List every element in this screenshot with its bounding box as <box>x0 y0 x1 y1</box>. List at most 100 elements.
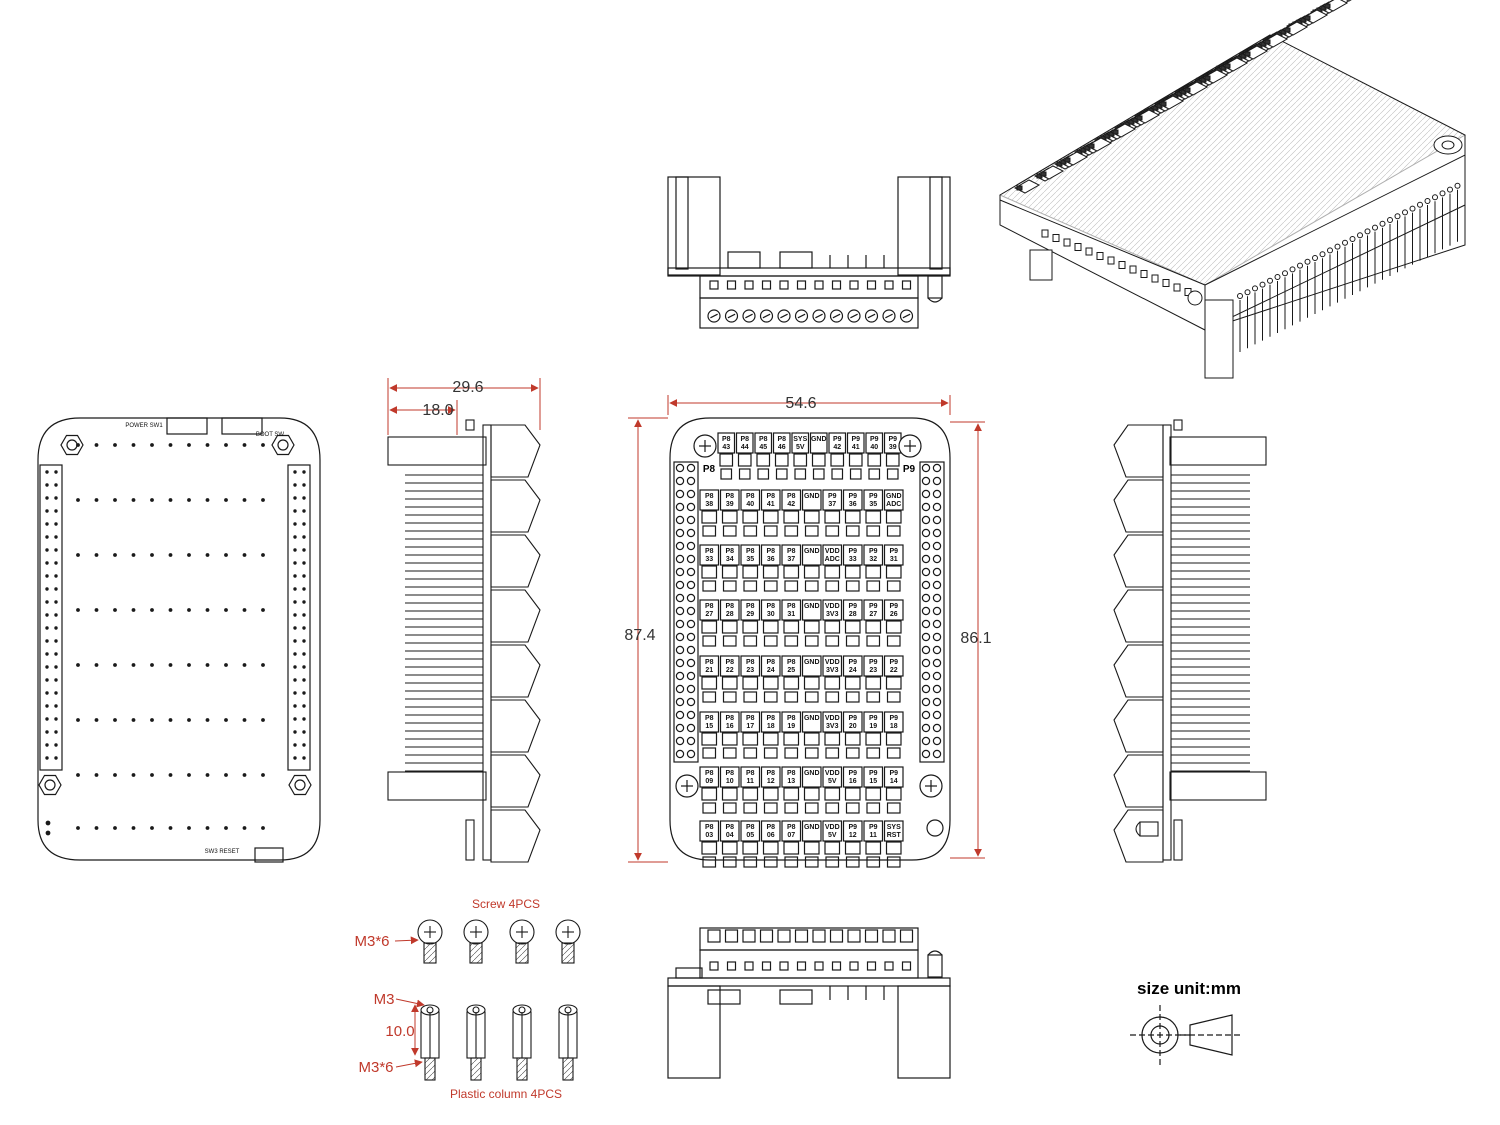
iso-pin-top <box>1312 255 1318 261</box>
standoff-hole <box>66 439 78 451</box>
terminal-solder-hole <box>242 718 247 722</box>
terminal-screw <box>701 620 718 634</box>
terminal-screw <box>783 841 800 855</box>
edge-header-pin <box>675 658 685 668</box>
terminal-label-cell <box>801 489 822 511</box>
header-pin-hole <box>302 756 306 760</box>
terminal-screw <box>830 453 845 467</box>
header-pin-hole <box>54 704 58 708</box>
terminal-wire-entry <box>804 802 819 814</box>
terminal-wire-entry <box>743 580 758 592</box>
terminal-label-cell <box>699 820 720 842</box>
terminal-label: 3V3 <box>826 723 839 730</box>
terminal-solder-hole <box>187 663 191 667</box>
terminal-screw <box>885 565 902 579</box>
iso-pin-top <box>1319 251 1326 258</box>
terminal-screw-top <box>847 929 861 943</box>
terminal-solder-hole <box>131 498 136 502</box>
terminal-label: 10 <box>726 778 734 785</box>
terminal-label-cell <box>740 820 761 842</box>
terminal-label: P8 <box>787 770 796 777</box>
terminal-screw-top <box>707 929 721 943</box>
edge-header-pin <box>686 619 696 629</box>
isometric-view <box>998 0 1467 379</box>
edge-header-pin <box>686 567 696 577</box>
header-pin-hole <box>45 535 49 539</box>
terminal-hole <box>744 280 754 290</box>
terminal-label: P8 <box>787 824 796 831</box>
terminal-screw-top <box>864 929 879 943</box>
terminal-block-side <box>490 699 541 753</box>
terminal-label: P8 <box>705 659 714 666</box>
terminal-label: 37 <box>787 556 795 563</box>
edge-header-pin <box>932 723 942 733</box>
terminal-screw <box>803 510 820 524</box>
terminal-label-cell <box>842 544 863 566</box>
terminal-label-cell <box>740 544 761 566</box>
standoff-bottom-label: M3*6 <box>358 1059 393 1076</box>
terminal-label: P9 <box>869 493 878 500</box>
terminal-label-cell <box>883 599 904 621</box>
terminal-label-cell <box>842 711 863 733</box>
terminal-wire-entry <box>702 856 717 868</box>
terminal-solder-hole <box>187 826 191 830</box>
terminal-label: 28 <box>849 611 857 618</box>
screw-thread <box>423 942 437 964</box>
terminal-solder-hole <box>224 773 228 777</box>
header-pin-hole <box>54 717 58 721</box>
header-pin-hole <box>302 587 306 591</box>
terminal-label: 31 <box>890 556 898 563</box>
edge-header-pin <box>932 489 942 499</box>
terminal-label: P8 <box>746 548 755 555</box>
terminal-label-cell <box>699 489 720 511</box>
terminal-solder-hole <box>76 718 80 722</box>
terminal-solder-hole <box>131 773 136 777</box>
terminal-label-cell <box>883 711 904 733</box>
terminal-wire-entry <box>886 580 901 592</box>
terminal-label-cell <box>863 544 884 566</box>
terminal-solder-hole <box>150 663 154 667</box>
header-pin-hole <box>302 600 306 604</box>
terminal-screw <box>865 732 882 746</box>
edge-header-pin <box>675 749 685 759</box>
terminal-label: 13 <box>787 778 795 785</box>
edge-header-pin <box>921 528 931 538</box>
edge-header-pin <box>932 658 942 668</box>
terminal-label-cell <box>699 544 720 566</box>
header-pin-hole <box>302 535 306 539</box>
terminal-wire-entry <box>886 525 901 537</box>
terminal-screw <box>783 565 800 579</box>
terminal-block-side <box>490 479 541 533</box>
edge-header-pin <box>932 632 942 642</box>
terminal-solder-hole <box>242 443 247 447</box>
edge-header-pin <box>686 593 696 603</box>
header-pin-hole <box>45 613 49 617</box>
terminal-label: P8 <box>766 824 775 831</box>
terminal-block-side <box>490 809 541 863</box>
edge-header-pin <box>932 619 942 629</box>
edge-header-pin <box>932 606 942 616</box>
terminal-block-side <box>1113 809 1164 863</box>
terminal-label: 04 <box>726 832 734 839</box>
iso-pin-top <box>1304 258 1311 265</box>
terminal-wire-entry <box>794 468 807 480</box>
iso-terminal-screw <box>1040 171 1047 177</box>
terminal-label-cell <box>809 432 828 454</box>
iso-terminal-screw <box>1304 15 1311 21</box>
terminal-screw <box>844 565 861 579</box>
terminal-solder-hole <box>205 773 210 777</box>
terminal-wire-entry <box>825 802 840 814</box>
terminal-solder-hole <box>261 443 265 447</box>
terminal-solder-hole <box>224 553 228 557</box>
terminal-solder-hole <box>261 553 265 557</box>
terminal-label-cell <box>842 489 863 511</box>
header-pin-hole <box>54 587 58 591</box>
iso-pin-top <box>1237 293 1243 299</box>
iso-terminal-screw <box>1284 27 1291 33</box>
terminal-screw <box>762 732 779 746</box>
edge-header-pin <box>921 580 931 590</box>
terminal-label-cell <box>740 489 761 511</box>
edge-header-pin <box>921 567 931 577</box>
edge-header-pin <box>675 515 685 525</box>
